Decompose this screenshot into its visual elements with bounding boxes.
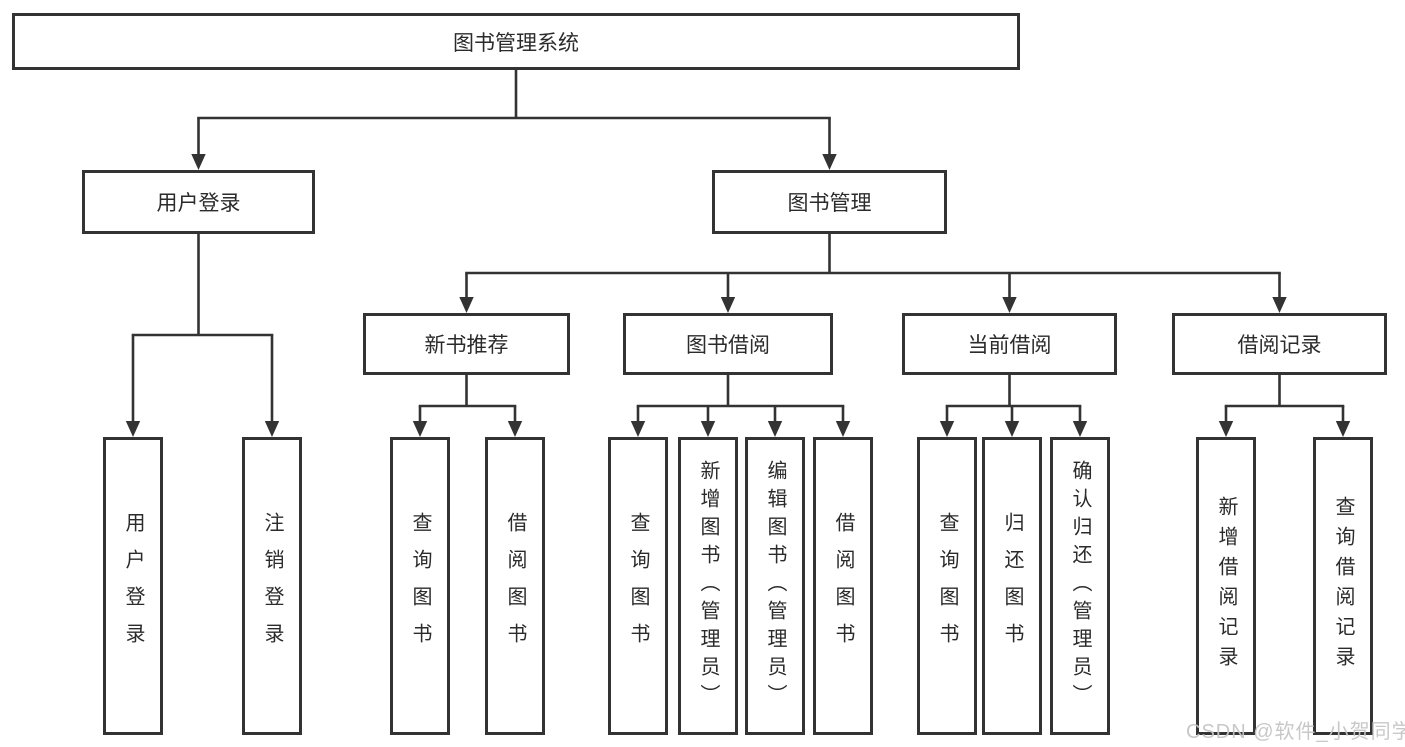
leaf-add-books-admin: 新增图书（管理员） [678,437,738,735]
node-label: 图书管理系统 [453,31,579,55]
leaf-query-borrow-record: 查询借阅记录 [1313,437,1373,735]
leaf-label: 确认归还（管理员） [1069,460,1091,712]
leaf-label: 查询图书 [627,512,649,660]
leaf-label: 查询借阅记录 [1332,496,1354,676]
leaf-confirm-return-admin: 确认归还（管理员） [1050,437,1110,735]
node-book-management: 图书管理 [712,170,947,234]
node-user-login: 用户登录 [82,170,315,234]
node-label: 当前借阅 [967,334,1052,357]
leaf-label: 查询图书 [936,512,958,660]
leaf-logout: 注销登录 [242,437,302,735]
leaf-query-books-recommend: 查询图书 [390,437,450,735]
leaf-label: 新增借阅记录 [1215,496,1237,676]
leaf-edit-books-admin: 编辑图书（管理员） [745,437,805,735]
leaf-label: 借阅图书 [504,512,526,660]
leaf-query-books-current: 查询图书 [917,437,977,735]
node-current-borrowing: 当前借阅 [902,313,1117,375]
leaf-query-books-borrowing: 查询图书 [608,437,668,735]
node-book-borrowing: 图书借阅 [623,313,833,375]
leaf-label: 用户登录 [122,512,144,660]
leaf-label: 归还图书 [1001,512,1023,660]
leaf-label: 查询图书 [409,512,431,660]
leaf-return-books: 归还图书 [982,437,1042,735]
leaf-label: 新增图书（管理员） [697,460,719,712]
node-library-management-system: 图书管理系统 [12,13,1020,70]
leaf-borrow-books-borrowing: 借阅图书 [813,437,873,735]
leaf-label: 借阅图书 [832,512,854,660]
leaf-user-login: 用户登录 [103,437,163,735]
node-borrowing-records: 借阅记录 [1172,313,1387,375]
watermark: CSDN @软件_小贺同学 [1186,721,1405,743]
node-label: 图书借阅 [686,334,770,357]
leaf-add-borrow-record: 新增借阅记录 [1196,437,1256,735]
leaf-borrow-books-recommend: 借阅图书 [485,437,545,735]
leaf-label: 编辑图书（管理员） [764,460,786,712]
leaf-label: 注销登录 [261,512,283,660]
node-label: 用户登录 [156,192,241,215]
node-label: 借阅记录 [1237,334,1322,357]
node-label: 新书推荐 [424,334,509,357]
node-label: 图书管理 [787,192,872,215]
node-new-book-recommendation: 新书推荐 [363,313,570,375]
